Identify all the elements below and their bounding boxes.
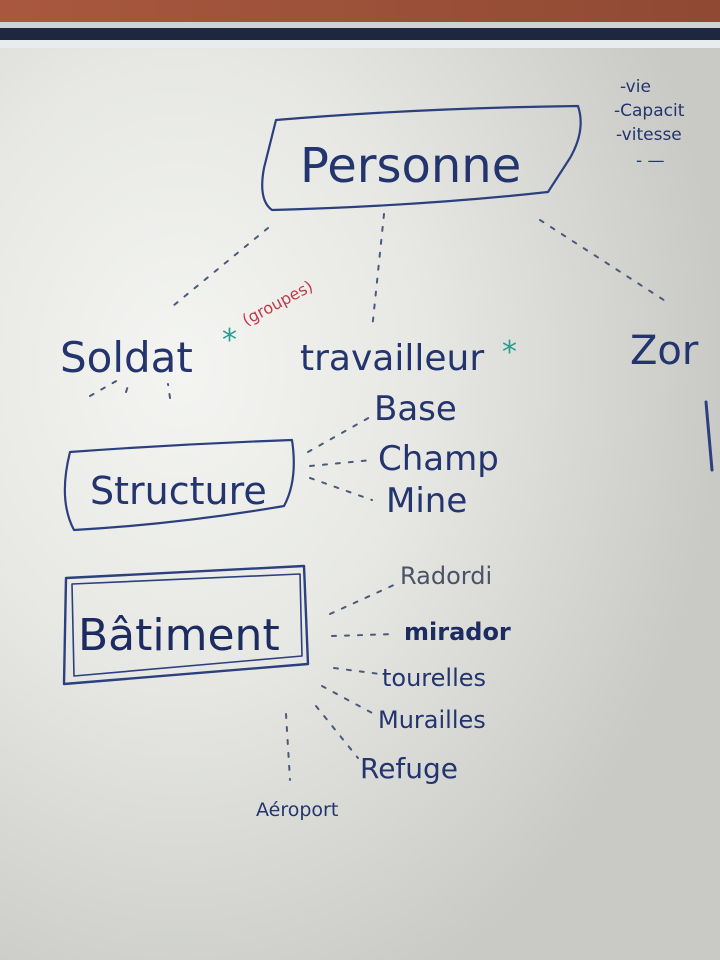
branch-line [307, 415, 373, 453]
branch-line [315, 705, 359, 759]
branch-line [321, 685, 375, 715]
board-frame-rim [0, 40, 720, 48]
batiment-box [62, 564, 310, 686]
soldat-label: Soldat [60, 333, 193, 382]
batiment-extra: Aéroport [256, 799, 338, 821]
branch-line [309, 477, 373, 501]
zone-box-fragment [704, 400, 714, 472]
travailleur-label: travailleur [300, 338, 484, 379]
batiment-item: Murailles [378, 706, 486, 734]
soldat-star: * [222, 323, 237, 358]
attribute-list: -vie -Capacit -vitesse - — [614, 77, 685, 171]
board-surface [0, 48, 720, 960]
batiment-box-inner [71, 573, 303, 677]
structure-label: Structure [90, 469, 267, 513]
travailleur-star: * [502, 335, 517, 370]
branch-line [333, 667, 381, 675]
batiment-item: mirador [404, 618, 511, 646]
branch-line [309, 459, 373, 467]
branch-line [167, 227, 269, 311]
branch-line [89, 379, 171, 399]
structure-item: Base [374, 389, 457, 429]
structure-box [63, 438, 295, 532]
batiment-item: tourelles [382, 664, 486, 692]
personne-label: Personne [300, 138, 521, 194]
branch-line [285, 713, 291, 781]
structure-item: Champ [378, 439, 499, 479]
attribute-item: -vie [620, 77, 651, 97]
attribute-item: - — [636, 151, 665, 171]
batiment-item: Refuge [360, 752, 458, 785]
batiment-label: Bâtiment [78, 610, 280, 661]
zone-label: Zor [630, 328, 699, 374]
batiment-item: Radordi [400, 562, 492, 590]
personne-box [261, 104, 582, 212]
structure-item: Mine [386, 481, 467, 521]
attribute-item: -vitesse [616, 125, 682, 145]
branch-line [329, 583, 397, 615]
board-frame-top [0, 22, 720, 30]
branch-line [331, 633, 397, 637]
attribute-item: -Capacit [614, 101, 685, 121]
branch-line [539, 219, 671, 305]
board-frame-dark [0, 28, 720, 40]
